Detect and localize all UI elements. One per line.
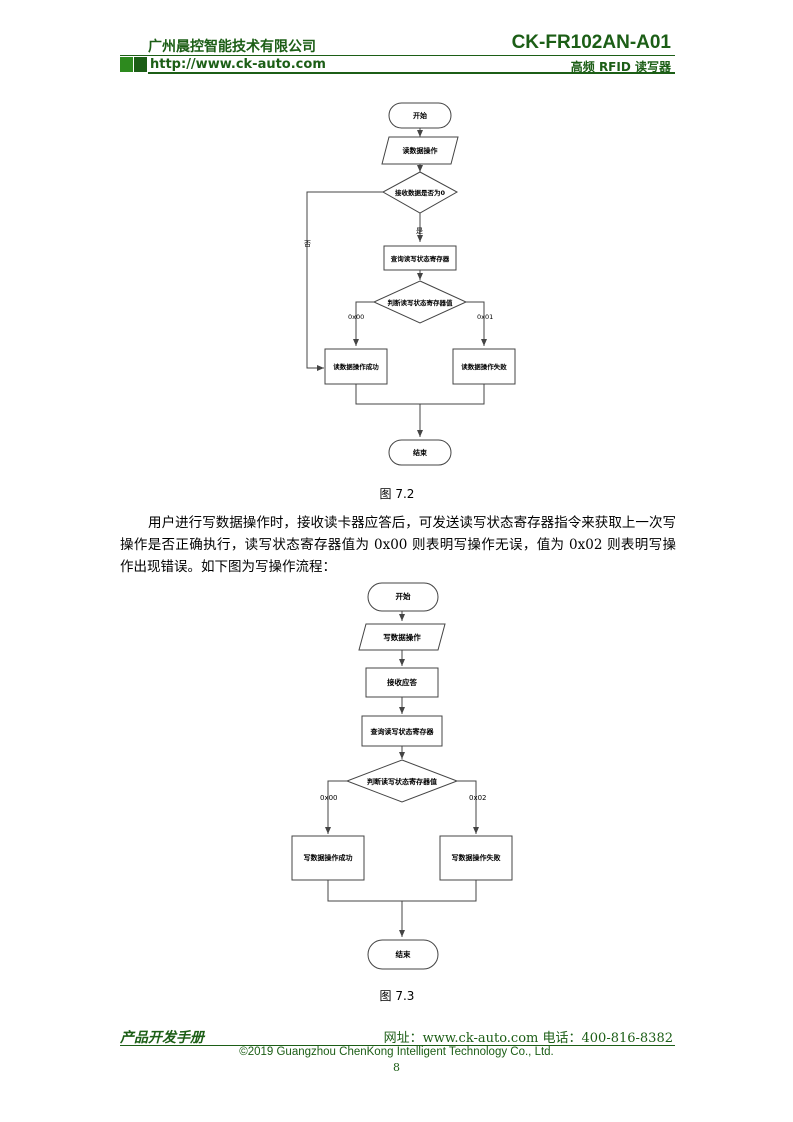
- fig72-fail-label: 读数据操作失败: [461, 362, 507, 371]
- figure-7-3-caption: 图 7.3: [379, 989, 415, 1003]
- fig73-success-label: 写数据操作成功: [304, 853, 353, 862]
- fig72-no-label: 否: [304, 240, 311, 248]
- body-paragraph-text: 用户进行写数据操作时，接收读卡器应答后，可发送读写状态寄存器指令来获取上一次写操…: [120, 515, 676, 575]
- fig73-recv-ack-box: [365, 667, 439, 698]
- header-rule: [120, 55, 675, 56]
- figure-7-2-caption: 图 7.2: [379, 487, 415, 501]
- fig72-success-box: [324, 348, 388, 385]
- fig73-write-op-label: 写数据操作: [383, 632, 421, 642]
- fig73-0x00-label: 0x00: [320, 794, 338, 802]
- page-number: 8: [393, 1061, 400, 1074]
- fig72-end-label: 结束: [412, 448, 428, 457]
- footer-copyright: ©2019 Guangzhou ChenKong Intelligent Tec…: [239, 1046, 554, 1058]
- header-model-number: CK-FR102AN-A01: [511, 32, 671, 53]
- fig72-read-op-label: 读数据操作: [403, 146, 438, 155]
- fig73-query-label: 查询读写状态寄存器: [371, 727, 435, 736]
- fig72-yes-label: 是: [416, 227, 423, 235]
- fig72-status-decision-label: 判断读写状态寄存器值: [388, 298, 454, 307]
- fig72-recv-decision: [381, 171, 459, 214]
- footer-manual-title: 产品开发手册: [120, 1030, 204, 1046]
- fig73-fail-label: 写数据操作失败: [452, 853, 501, 862]
- fig73-write-op-parallelogram: [358, 623, 446, 651]
- fig72-success-label: 读数据操作成功: [333, 362, 379, 371]
- fig72-0x00-label: 0x00: [348, 313, 364, 321]
- header-company-name: 广州晨控智能技术有限公司: [148, 39, 316, 55]
- fig73-end-label: 结束: [396, 949, 411, 959]
- header-subtitle: 高频 RFID 读写器: [570, 60, 671, 74]
- fig72-query-box: [383, 245, 457, 271]
- fig73-recv-ack-label: 接收应答: [387, 677, 417, 687]
- footer-rule: [120, 1045, 675, 1046]
- fig73-end-terminal: [367, 939, 439, 970]
- fig73-fail-box: [439, 835, 513, 881]
- fig72-recv-decision-label: 接收数据是否为0: [395, 188, 446, 197]
- fig73-query-box: [361, 715, 443, 747]
- fig72-fail-box: [452, 348, 516, 385]
- header-green-block: [120, 57, 133, 72]
- header-url: http://www.ck-auto.com: [150, 57, 326, 72]
- fig73-status-decision: [345, 759, 459, 803]
- fig73-start-label: 开始: [396, 591, 411, 601]
- fig73-status-decision-label: 判断读写状态寄存器值: [367, 777, 437, 786]
- fig72-query-label: 查询读写状态寄存器: [391, 254, 450, 263]
- fig72-start-terminal: [388, 102, 452, 129]
- body-paragraph: 用户进行写数据操作时，接收读卡器应答后，可发送读写状态寄存器指令来获取上一次写操…: [120, 512, 676, 578]
- footer-contact: 网址：www.ck-auto.com 电话：400-816-8382: [383, 1031, 673, 1046]
- fig72-read-op-parallelogram: [381, 136, 459, 165]
- fig73-start-terminal: [367, 582, 439, 612]
- fig73-success-box: [291, 835, 365, 881]
- fig72-end-terminal: [388, 439, 452, 466]
- fig72-0x01-label: 0x01: [477, 313, 493, 321]
- header-rule-thick: [148, 72, 675, 74]
- fig72-start-label: 开始: [413, 111, 427, 120]
- fig72-status-decision: [372, 280, 468, 324]
- fig73-0x02-label: 0x02: [469, 794, 487, 802]
- header-dark-block: [134, 57, 147, 72]
